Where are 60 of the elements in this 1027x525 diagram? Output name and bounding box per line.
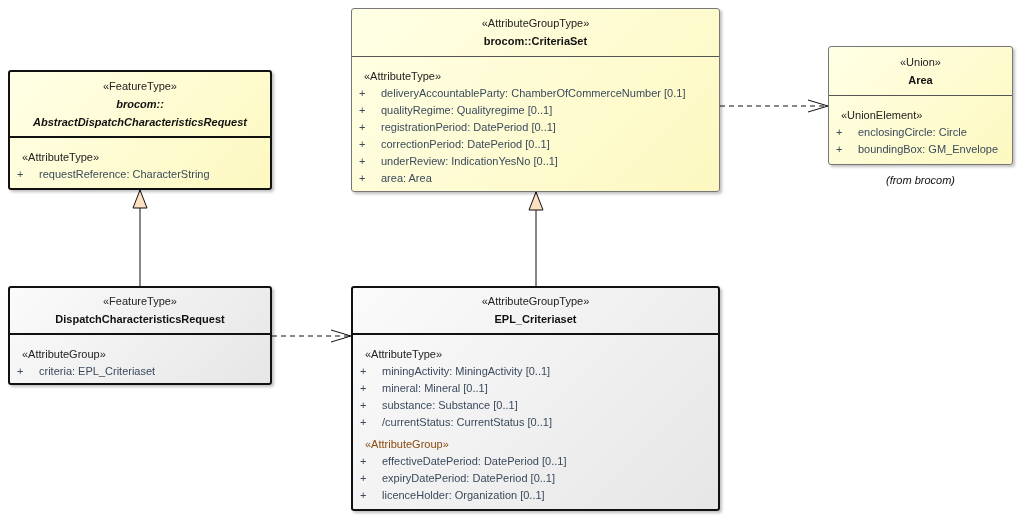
dependency-arrow [271,329,352,343]
class-name: brocom:: AbstractDispatchCharacteristicsRequest [32,96,249,130]
visibility-marker: + [17,167,25,182]
section-stereotype: «AttributeType» [21,150,101,165]
class-name: DispatchCharacteristicsRequest [55,312,225,327]
visibility-marker: + [359,103,367,118]
attribute-text: boundingBox: GM_Envelope [858,142,999,157]
attribute-text: miningActivity: MiningActivity [0..1] [382,364,551,379]
visibility-marker: + [836,142,844,157]
section-stereotype: «AttributeGroup» [21,347,107,362]
class-stereotype: «FeatureType» [103,294,177,309]
class-stereotype: «AttributeGroupType» [481,294,590,309]
class-stereotype: «Union» [900,54,941,70]
section-stereotype: «UnionElement» [840,108,924,123]
attribute-text: requestReference: CharacterString [39,167,210,182]
visibility-marker: + [359,171,367,186]
visibility-marker: + [17,364,25,379]
attribute-text: enclosingCircle: Circle [858,125,967,140]
visibility-marker: + [359,86,367,101]
attribute-text: area: Area [381,171,432,186]
attribute-text: correctionPeriod: DatePeriod [0..1] [381,137,550,152]
attribute-text: mineral: Mineral [0..1] [382,381,488,396]
uml-class-box [8,70,272,190]
visibility-marker: + [360,488,368,503]
uml-class-box [351,286,720,511]
attribute-text: substance: Substance [0..1] [382,398,518,413]
attribute-text: deliveryAccountableParty: ChamberOfCommerceNumber [0.1] [381,86,686,101]
visibility-marker: + [360,454,368,469]
visibility-marker: + [836,125,844,140]
attribute-text: underReview: IndicationYesNo [0..1] [381,154,558,169]
visibility-marker: + [360,381,368,396]
visibility-marker: + [360,398,368,413]
class-stereotype: «AttributeGroupType» [481,16,590,31]
visibility-marker: + [360,364,368,379]
class-stereotype: «FeatureType» [103,78,177,94]
visibility-marker: + [359,137,367,152]
section-stereotype: «AttributeType» [363,69,443,84]
generalization-arrow [528,191,544,287]
section-stereotype: «AttributeType» [364,347,444,362]
visibility-marker: + [359,154,367,169]
class-name: brocom::CriteriaSet [483,34,588,49]
uml-class-box [351,8,720,192]
attribute-text: effectiveDatePeriod: DatePeriod [0..1] [382,454,567,469]
attribute-text: registrationPeriod: DatePeriod [0..1] [381,120,556,135]
uml-class-box [828,46,1013,165]
attribute-text: expiryDatePeriod: DatePeriod [0..1] [382,471,556,486]
uml-class-box [8,286,272,385]
attribute-text: criteria: EPL_Criteriaset [39,364,156,379]
class-name: Area [908,72,933,88]
section-stereotype: «AttributeGroup» [364,437,450,452]
attribute-text: /currentStatus: CurrentStatus [0..1] [382,415,552,430]
class-name: EPL_Criteriaset [494,312,577,327]
visibility-marker: + [360,415,368,430]
attribute-text: qualityRegime: Qualityregime [0..1] [381,103,553,118]
package-note: (from brocom) [884,174,957,186]
dependency-arrow [719,99,829,113]
visibility-marker: + [359,120,367,135]
visibility-marker: + [360,471,368,486]
attribute-text: licenceHolder: Organization [0..1] [382,488,545,503]
generalization-arrow [132,189,148,287]
